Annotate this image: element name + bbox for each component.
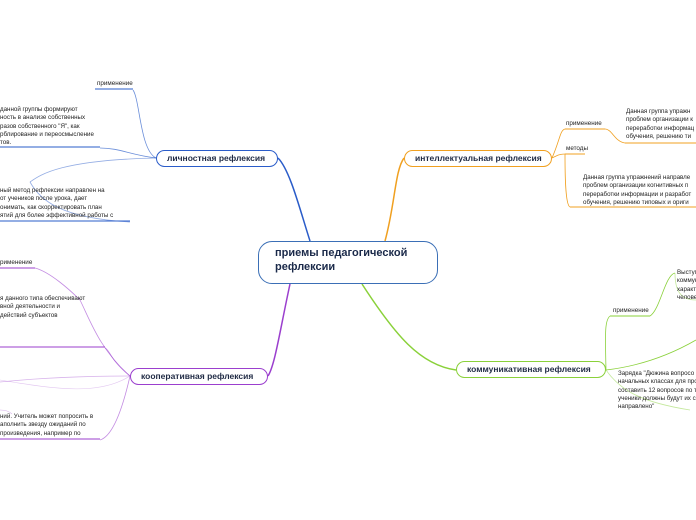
link-koop-text2 [0,375,131,390]
link-central-kooperativnaya [267,283,291,377]
central-topic[interactable]: приемы педагогической рефлексии [258,241,438,284]
note-lich-1[interactable]: данной группы формируют ность в анализе … [0,106,94,147]
link-central-lichnostnaya [277,157,311,242]
note-koop-1[interactable]: я данного типа обеспечивают вной деятель… [0,295,86,319]
link-lich-text2 [29,157,157,183]
link-koop-text1 [104,347,131,377]
topic-kooperativnaya[interactable]: кооперативная рефлексия [130,368,268,385]
link-koop-primenenie [79,299,131,377]
link-kom-text1 [649,272,676,317]
label-lich-primenenie[interactable]: применение [97,80,133,87]
central-title-line1: приемы педагогической [275,247,408,259]
link-kom-primenenie [605,315,611,371]
label-int-primenenie[interactable]: применение [566,120,602,127]
link-lich-text1 [99,147,157,159]
link-int-text1 [604,128,626,144]
note-kom-1[interactable]: Выступ коммун характ челове [677,269,696,301]
label-koop-primenenie[interactable]: рименение [0,259,33,266]
link-koop-stub [0,409,13,415]
topic-intellektualnaya[interactable]: интеллектуальная рефлексия [404,150,552,167]
link-kom-text1b [674,272,696,301]
note-kom-2[interactable]: Зарядка "Дюжина вопросо начальных класса… [618,370,696,411]
link-lich-text2b [29,181,131,223]
central-title-line2: рефлексии [275,261,336,273]
note-int-2[interactable]: Данная группа упражнений направле пробле… [583,174,692,206]
note-int-1[interactable]: Данная группа упражн проблем организации… [626,108,695,140]
link-int-text2 [564,153,571,208]
topic-lichnostnaya[interactable]: личностная рефлексия [156,150,278,167]
link-kom-text2 [605,339,696,371]
topic-kommunikativnaya[interactable]: коммуникативная рефлексия [456,361,606,378]
link-lich-primenenie [132,89,157,159]
link-int-metody [551,153,566,159]
link-int-primenenie [551,128,566,159]
note-koop-2[interactable]: ний. Учитель может попросить в аполнить … [0,413,94,437]
link-koop-text2b [99,375,131,441]
link-koop-up [34,267,81,301]
link-central-kommunikativnaya [361,283,457,371]
note-lich-2[interactable]: ный метод рефлексии направлен на от учен… [0,187,114,219]
link-central-intellektualnaya [384,157,405,242]
label-kom-primenenie[interactable]: применение [613,307,649,314]
link-kom-text2b [605,369,691,411]
link-koop-side [0,375,131,383]
label-int-metody[interactable]: методы [566,145,588,152]
